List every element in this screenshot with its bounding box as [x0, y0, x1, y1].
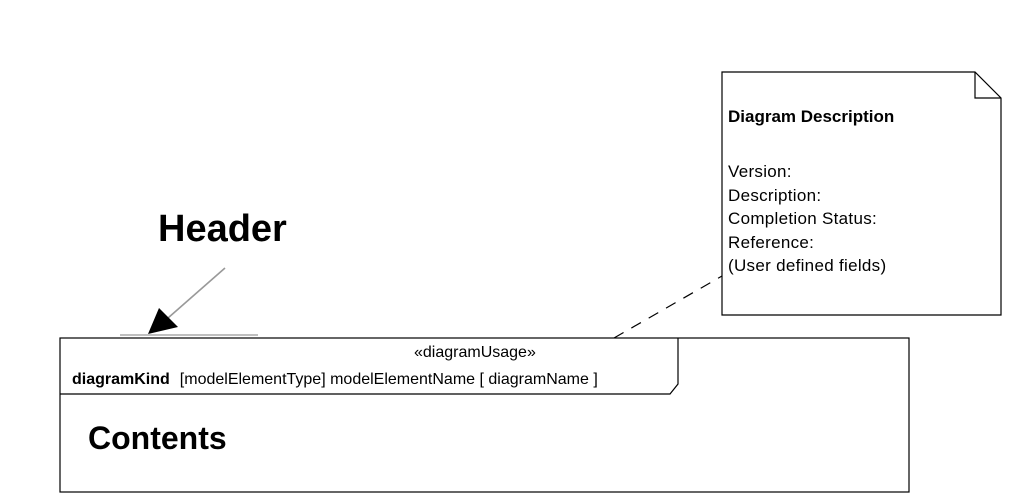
note-title: Diagram Description [728, 107, 895, 126]
header-pointer-arrowhead [148, 308, 178, 334]
diagram-kind-label: diagramKind [72, 371, 170, 388]
frame-stereotype: «diagramUsage» [414, 344, 536, 361]
note-fields: Version: Description: Completion Status:… [728, 160, 886, 278]
note-box [721, 71, 1002, 316]
header-element-text: [modelElementType] modelElementName [ di… [179, 371, 598, 388]
header-pointer-line [167, 267, 226, 319]
note-field-completion-status: Completion Status: [728, 209, 878, 229]
note-field-reference: Reference: [728, 232, 815, 252]
note-field-user-defined: (User defined fields) [728, 256, 887, 276]
note-field-version: Version: [728, 162, 792, 181]
contents-label: Contents [88, 420, 227, 456]
note-corner-fold [974, 72, 1001, 99]
note-field-description: Description: [728, 185, 822, 205]
note-anchor-line [613, 275, 723, 339]
diagram-frame [59, 337, 910, 493]
header-tab [60, 338, 679, 395]
header-label: Header [158, 208, 287, 250]
frame-header-text: diagramKind [modelElementType] modelEleme… [72, 372, 598, 388]
